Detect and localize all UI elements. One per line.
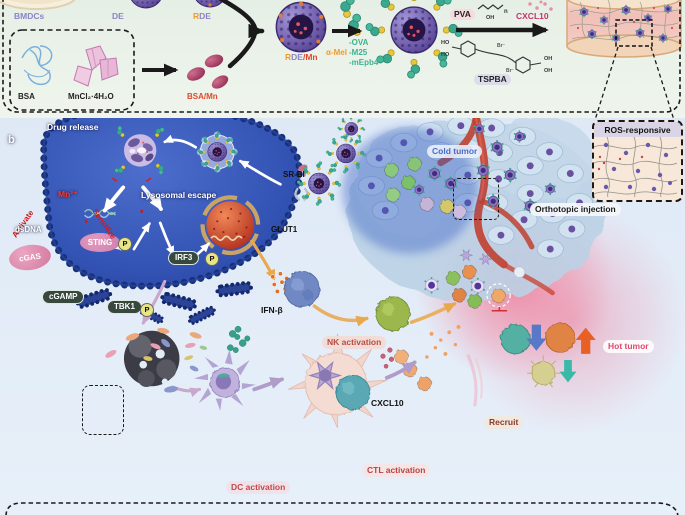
label-rdemn: RDE/Mn [285, 52, 318, 62]
label-bmdcs: BMDCs [14, 11, 45, 21]
membrane-fragments [74, 280, 254, 327]
petri-dish-icon [0, 0, 76, 10]
rdemn-de-part: DE [291, 52, 303, 62]
tspba-structure-icon: HO HO OH OH Br⁻ Br⁻ [441, 40, 552, 74]
bsa-protein-icon [21, 45, 53, 86]
label-de: DE [112, 11, 124, 21]
label-srbi: SR-BI [283, 170, 305, 179]
rdemn-mn-part: /Mn [302, 52, 318, 62]
recruit-dots-icon [425, 324, 461, 359]
cxcl10-dots-b-icon [379, 342, 394, 369]
sting-phospho-badge: P [118, 237, 132, 251]
sting-node: STING [80, 233, 120, 252]
dendritic-cell-icon [194, 349, 256, 411]
chem-oh: OH [544, 56, 552, 62]
label-bsa: BSA [18, 92, 35, 101]
label-cold-tumor: Cold tumor [427, 145, 483, 158]
chem-n: n [504, 9, 508, 15]
de-nanoparticle-icon [128, 0, 164, 9]
lysosome-escape-particle-icon [196, 131, 238, 173]
label-nk-activation: NK activation [322, 336, 387, 349]
tumor-nanoparticle-zoom-box [453, 178, 499, 220]
label-cxcl10-a: CXCL10 [516, 11, 549, 21]
label-ifn-beta: IFN-β [261, 305, 283, 315]
label-orthotopic-injection: Orthotopic injection [530, 203, 621, 216]
arrow-nk-to-tumor [409, 302, 457, 325]
panel-b-letter: b [8, 134, 15, 146]
label-lysosomal-escape: Lysosomal escape [141, 190, 217, 200]
pva-structure-icon: n OH [477, 4, 508, 21]
chem-oh: OH [486, 15, 494, 21]
rdemn-nanoparticle-icon [275, 1, 327, 53]
antigen-zoom-box [82, 385, 124, 435]
label-drug-release: Drug release [47, 122, 99, 132]
bsa-mn-icon [186, 54, 229, 89]
ros-mesh-art [594, 137, 677, 197]
antigen-clusters-icon [227, 325, 251, 353]
tbk1-node: TBK1 [107, 300, 142, 314]
hydrogel-cylinder-icon [566, 0, 682, 58]
irf3-phospho-badge: P [205, 252, 219, 266]
irf3-node: IRF3 [168, 251, 200, 265]
chem-ho: HO [441, 40, 450, 46]
ros-responsive-inset: ROS-responsive [592, 120, 683, 202]
antigen-fragments [105, 325, 251, 393]
arrow-nk-activation [312, 304, 369, 327]
label-recruit: Recruit [484, 416, 524, 429]
label-pva: PVA [450, 9, 475, 20]
ligand-icon [340, 0, 355, 18]
activated-nk-cell-icon [375, 296, 411, 332]
label-bsa-mn: BSA/Mn [187, 92, 218, 101]
extracellular-nanoparticle-icon [338, 118, 365, 143]
cold-region-overlay [342, 127, 478, 254]
label-hot-tumor: Hot tumor [603, 340, 654, 353]
label-cxcl10-b: CXCL10 [371, 398, 404, 408]
label-ctl-activation: CTL activation [362, 464, 431, 477]
label-glut1: GLUT1 [271, 225, 298, 234]
label-mn-ion: Mn²⁺ [58, 189, 78, 199]
panel-b-art [40, 118, 685, 436]
down-arrow-blue-icon [526, 324, 547, 351]
nucleus-icon [200, 195, 261, 256]
apoptosis-arrows [141, 279, 417, 397]
drug-release-particle-icon [113, 125, 167, 176]
label-dsdna: dsDNA [15, 225, 42, 234]
down-arrow-teal-icon [559, 360, 577, 383]
ros-responsive-title: ROS-responsive [594, 122, 681, 137]
inhibit-bar-icon [491, 306, 508, 312]
summary-legend-cells [500, 322, 596, 388]
cgamp-node: cGAMP [42, 290, 85, 304]
label-dc-activation: DC activation [226, 481, 291, 494]
chem-ho: HO [441, 52, 450, 58]
label-ova: -OVA [349, 38, 369, 47]
hot-zone-cells [423, 249, 531, 312]
chem-oh: OH [544, 68, 552, 74]
chem-br: Br⁻ [506, 68, 515, 74]
mature-dc-ctl-icon [287, 333, 387, 429]
label-mncl2: MnCl₂·4H₂O [68, 92, 114, 101]
mncl2-crystals-icon [73, 45, 119, 87]
nucleus-dna-icon [210, 235, 243, 242]
chem-br: Br⁻ [497, 43, 506, 49]
label-tspba: TSPBA [474, 74, 511, 85]
label-m25: -M25 [349, 48, 368, 57]
up-arrow-orange-icon [575, 327, 596, 354]
rde-de-part: DE [199, 11, 211, 21]
nk-cell-icon [283, 270, 321, 308]
label-amel: α-Mel [326, 48, 347, 57]
panel-b-mechanism [0, 118, 685, 515]
cxcl10-dots-icon [528, 0, 553, 11]
label-mepb4: -mEpb4 [349, 58, 379, 67]
mn-spark-icons [111, 177, 152, 182]
label-rde: RDE [193, 11, 211, 21]
tbk1-phospho-badge: P [140, 303, 154, 317]
dsdna-icon [84, 209, 144, 223]
signaling-arrows [102, 134, 282, 260]
